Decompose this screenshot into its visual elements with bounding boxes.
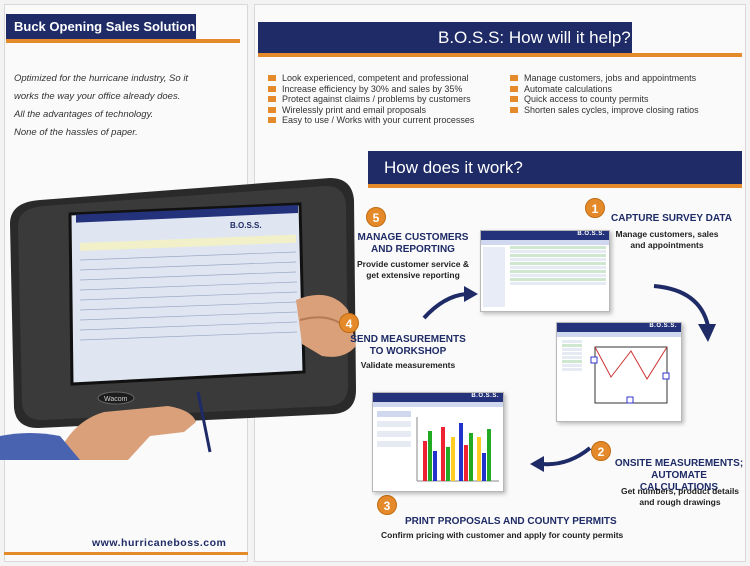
step-5-desc: Provide customer service & get extensive… xyxy=(357,259,469,280)
how-header-underline xyxy=(368,184,742,188)
how-header: How does it work? xyxy=(368,151,742,184)
screenshot-measurements: B.O.S.S. xyxy=(556,322,682,422)
intro-text: Optimized for the hurricane industry, So… xyxy=(14,70,234,142)
proposal-bar-chart xyxy=(377,411,499,482)
arrow-to-step-2 xyxy=(653,284,716,342)
screenshot-title: B.O.S.S. xyxy=(649,323,677,329)
step-3-number: 3 xyxy=(377,495,397,515)
arrow-to-step-5 xyxy=(422,286,478,320)
intro-line: works the way your office already does. xyxy=(14,91,181,102)
step-2-number: 2 xyxy=(591,441,611,461)
benefit-item: Automate calculations xyxy=(510,84,699,95)
intro-line: Optimized for the hurricane industry, So… xyxy=(14,73,189,84)
intro-line: All the advantages of technology. xyxy=(14,109,154,120)
benefit-item: Wirelessly print and email proposals xyxy=(268,105,474,116)
benefit-item: Quick access to county permits xyxy=(510,94,699,105)
tablet-screen-title: B.O.S.S. xyxy=(230,221,262,230)
step-4-title: SEND MEASUREMENTS TO WORKSHOP xyxy=(350,334,466,357)
screenshot-title: B.O.S.S. xyxy=(471,393,499,399)
benefit-item: Manage customers, jobs and appointments xyxy=(510,73,699,84)
step-2-title: ONSITE MEASUREMENTS; AUTOMATE CALCULATIO… xyxy=(614,458,744,493)
benefits-list-left: Look experienced, competent and professi… xyxy=(268,73,474,126)
footer-underline xyxy=(4,552,248,555)
intro-line: None of the hassles of paper. xyxy=(14,127,138,138)
screenshot-customers: B.O.S.S. xyxy=(480,230,610,312)
step-5-title: MANAGE CUSTOMERS AND REPORTING xyxy=(357,232,469,255)
brand-title: Buck Opening Sales Solution xyxy=(6,14,196,39)
main-header-underline xyxy=(258,53,742,57)
wacom-logo: Wacom xyxy=(104,396,128,403)
step-3-desc: Confirm pricing with customer and apply … xyxy=(381,530,624,540)
main-header: B.O.S.S: How will it help? xyxy=(258,22,632,53)
tablet-illustration: B.O.S.S. Wacom xyxy=(0,178,356,460)
benefit-item: Look experienced, competent and professi… xyxy=(268,73,474,84)
benefit-item: Increase efficiency by 30% and sales by … xyxy=(268,84,474,95)
step-3-title: PRINT PROPOSALS AND COUNTY PERMITS xyxy=(405,516,617,527)
benefit-item: Easy to use / Works with your current pr… xyxy=(268,115,474,126)
step-5-number: 5 xyxy=(366,207,386,227)
benefits-list-right: Manage customers, jobs and appointments … xyxy=(510,73,699,115)
step-1-desc: Manage customers, sales and appointments xyxy=(615,229,719,250)
step-4-desc: Validate measurements xyxy=(360,360,456,370)
brand-title-underline xyxy=(6,39,240,43)
rough-drawing xyxy=(590,346,670,404)
website-url[interactable]: www.hurricaneboss.com xyxy=(92,537,227,549)
screenshot-title: B.O.S.S. xyxy=(577,231,605,237)
step-2-desc: Get numbers, product details and rough d… xyxy=(620,486,740,507)
step-4-number: 4 xyxy=(339,313,359,333)
step-1-title: CAPTURE SURVEY DATA xyxy=(611,213,732,224)
screenshot-proposals: B.O.S.S. xyxy=(372,392,504,492)
arrow-to-step-3 xyxy=(530,446,592,472)
benefit-item: Shorten sales cycles, improve closing ra… xyxy=(510,105,699,116)
step-1-number: 1 xyxy=(585,198,605,218)
benefit-item: Protect against claims / problems by cus… xyxy=(268,94,474,105)
